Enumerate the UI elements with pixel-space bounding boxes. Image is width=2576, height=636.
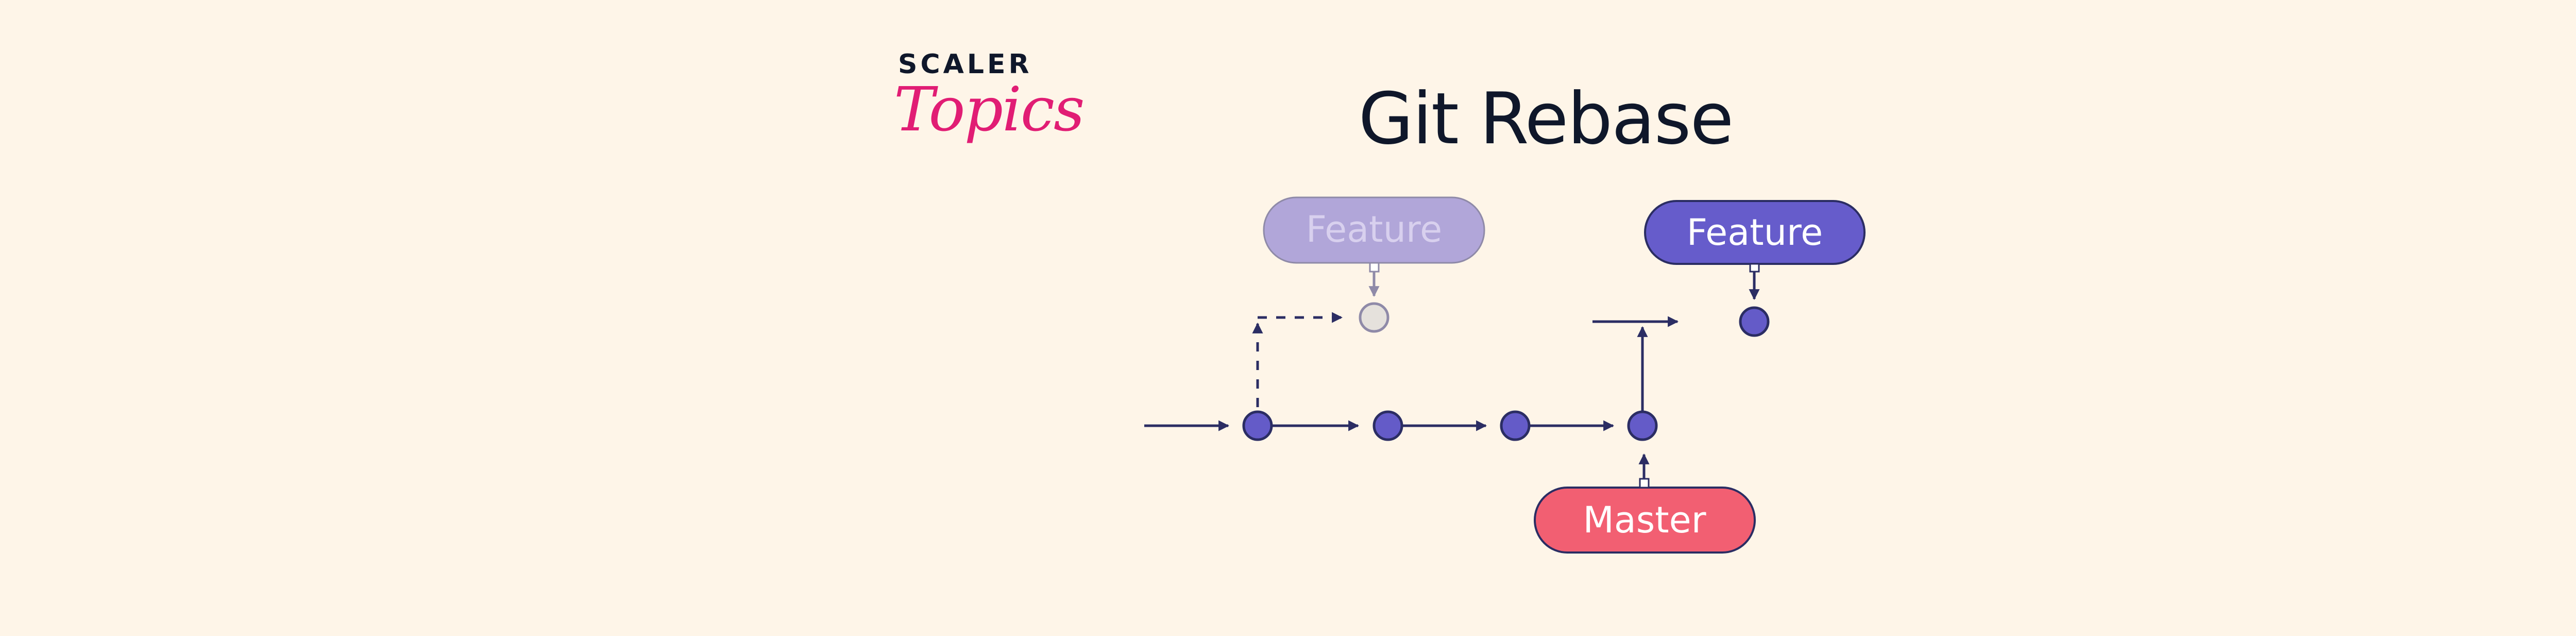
branch-label-feature-new: Feature — [1644, 200, 1866, 300]
connector-handle — [1749, 263, 1760, 273]
master-label: Master — [1583, 499, 1706, 541]
connector-handle — [1639, 478, 1650, 489]
commit-ghost — [1359, 302, 1389, 333]
commit-c4 — [1627, 410, 1658, 441]
page-title: Git Rebase — [1358, 77, 1734, 160]
commit-c2 — [1372, 410, 1403, 441]
logo-brand: SCALER — [898, 49, 1032, 80]
branch-label-master: Master — [1534, 453, 1756, 554]
commit-c3 — [1500, 410, 1531, 441]
commit-c1 — [1242, 410, 1273, 441]
connector-handle — [1369, 262, 1380, 273]
commit-c5 — [1739, 306, 1770, 337]
feature-old-label: Feature — [1306, 208, 1443, 250]
branch-label-feature-old: Feature — [1263, 196, 1485, 297]
feature-new-label: Feature — [1687, 211, 1823, 254]
scaler-topics-logo: SCALER Topics — [894, 49, 1085, 152]
logo-product: Topics — [894, 74, 1085, 145]
